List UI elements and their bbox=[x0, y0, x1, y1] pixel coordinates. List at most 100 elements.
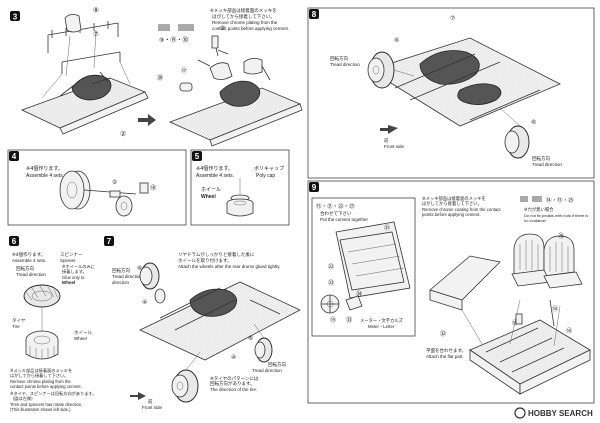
step-6-note2-jp2: （図は左側） bbox=[10, 395, 35, 402]
step-9-callout-32: ㉜ bbox=[440, 330, 446, 338]
step-8-number: 8 bbox=[312, 10, 317, 19]
step-8-chassis bbox=[367, 37, 561, 159]
step-6-number: 6 bbox=[12, 237, 17, 246]
step-8-callout-6: ⑥ bbox=[394, 37, 399, 44]
step-6-glue-jp2: 接着します。 bbox=[62, 268, 87, 275]
callout-2: ② bbox=[120, 130, 126, 138]
step-5-jp: ※4個作ります。 bbox=[196, 165, 233, 172]
step-9-parts-combo: ⑮・㉑・㉒・㉓ bbox=[316, 202, 355, 210]
step-4-en: Assemble 4 sets. bbox=[26, 173, 64, 179]
step-7-callout-6b: ⑥ bbox=[248, 335, 253, 342]
step-6-badge bbox=[9, 236, 19, 246]
drum-assembly bbox=[59, 170, 149, 217]
step-5-panel: 5 ※4個作ります。 Assemble 4 sets. ポリキャップ Poly … bbox=[190, 149, 290, 226]
step-6-glue-en2: Wheel bbox=[62, 280, 75, 285]
watermark-text: HOBBY SEARCH bbox=[528, 409, 593, 418]
step-6-spinner-en: Spinner bbox=[60, 258, 76, 263]
step-9-callout-34: ㉞ bbox=[356, 290, 362, 298]
step-4-panel: 4 ※4個作ります。 Assemble 4 sets. ② ⑱ bbox=[7, 149, 187, 226]
step-9-callout-22: ㉒ bbox=[328, 263, 334, 271]
step-5-badge bbox=[192, 151, 202, 161]
step-4-callout-2: ② bbox=[112, 179, 117, 186]
step-6-note1-en: Remove chrome plating from the bbox=[10, 379, 71, 384]
step-8-front-jp: 前 bbox=[384, 137, 389, 144]
step-8-dir2-en: Tread direction bbox=[532, 162, 562, 167]
step-9-combo-jp: 合わせて下さい bbox=[320, 210, 352, 217]
step-5-cap-en: Poly cap bbox=[256, 173, 275, 179]
step-7-dir-en: Tread direction bbox=[112, 274, 142, 279]
front-arrow-icon bbox=[130, 392, 146, 400]
step-7-tread-jp: ※タイヤのパターンには bbox=[210, 375, 259, 382]
step-6-wheel-jp: ホイール bbox=[74, 330, 92, 336]
step-5-cap-jp: ポリキャップ bbox=[254, 165, 284, 172]
step-9-chrome-jp: ※メッキ部品は接着面のメッキを bbox=[422, 195, 486, 202]
step-9-chrome-en: Remove chrome coating from the contact bbox=[422, 207, 501, 212]
step-9-no-hole-en: Do not fix pedals with rods if there is bbox=[524, 213, 588, 218]
step-3-right-assembly bbox=[168, 35, 303, 147]
step-7-dir2-en: Tread direction bbox=[252, 368, 282, 373]
wheel-with-cap bbox=[226, 178, 254, 217]
step-5-wheel-en: Wheel bbox=[201, 194, 216, 200]
step-6-dir-jp: 回転方向 bbox=[16, 265, 34, 272]
step-7-dir2-jp: 回転方向 bbox=[268, 361, 286, 368]
step-8-callout-7: ⑦ bbox=[450, 15, 455, 22]
step-9-chrome-en2: points before applying cement. bbox=[422, 212, 481, 217]
step-7-panel: 7 回転方向 Tread direction direction ⑥ ④ リヤド… bbox=[104, 236, 301, 410]
step-9-combo-en: Put the comers together bbox=[320, 217, 369, 222]
callout-17: ⑰ bbox=[181, 67, 187, 75]
step-6-note2-jp: ※タイヤ、スピンナーは回転方向があります。 bbox=[10, 390, 96, 397]
step-3-badge bbox=[10, 11, 20, 21]
step-6-spinner-jp: スピンナー bbox=[60, 252, 83, 258]
step-4-jp: ※4個作ります。 bbox=[26, 165, 63, 172]
step-7-dir-jp: 回転方向 bbox=[112, 267, 130, 274]
front-arrow-icon bbox=[380, 125, 398, 134]
step-9-no-hole-en2: no container bbox=[524, 218, 547, 223]
step-6-wheel-en: Wheel bbox=[74, 336, 87, 341]
callout-7: ⑦ bbox=[93, 30, 99, 38]
step-6-tire-en: Tire bbox=[12, 324, 20, 329]
step-7-note-jp-1: リヤドラムがしっかりと接着した後に bbox=[178, 251, 255, 258]
step-6-note1-jp2: はがしてから接着して下さい。 bbox=[10, 372, 68, 379]
callout-2b: ② bbox=[220, 25, 225, 32]
step-6-glue-jp: ※ホイールのみに bbox=[62, 264, 95, 270]
callout-8: ⑧ bbox=[93, 6, 99, 14]
step-7-chassis bbox=[139, 262, 301, 403]
step-7-callout-6: ⑥ bbox=[137, 265, 142, 272]
step-7-dir-en-2: direction bbox=[112, 280, 130, 285]
step-4-callout-18: ⑱ bbox=[150, 184, 156, 192]
step-5-number: 5 bbox=[195, 152, 200, 161]
step-5-wheel-jp: ホイール bbox=[201, 187, 221, 193]
step-9-meter-jp: メーター・文字カルズ bbox=[360, 317, 404, 324]
grey-swatch-3 bbox=[520, 196, 528, 202]
step-9-meter-en: Meter・Letter bbox=[368, 324, 395, 329]
step-6-jp-1: ※4個作ります。 bbox=[12, 251, 45, 258]
step-9-callout-21: ㉑ bbox=[384, 224, 390, 232]
step-6-en-1: Assemble 4 sets. bbox=[12, 258, 46, 263]
seats bbox=[511, 233, 583, 289]
step-6-note1-en2: contact points before applying cement. bbox=[10, 384, 82, 389]
step-9-code-box: ⑭・⑮・㉕ bbox=[546, 196, 574, 204]
step-8-front-en: Front side bbox=[384, 144, 405, 149]
step-7-callout-4b: ④ bbox=[231, 354, 236, 361]
step-6-glue-en: Glue only to bbox=[62, 275, 85, 280]
step-3-panel: 3 ⑧ ⑦ ② bbox=[10, 6, 303, 147]
step-8-badge bbox=[309, 9, 319, 19]
step-9-callout-33: ㉝ bbox=[346, 316, 352, 324]
step-7-front-jp: 前 bbox=[148, 398, 153, 405]
step-7-tread-jp2: 回転方向があります。 bbox=[210, 380, 255, 387]
step-3-number: 3 bbox=[13, 13, 18, 22]
tire-and-wheel bbox=[23, 284, 61, 360]
step-9-no-hole-jp: ※穴が無い場合 bbox=[524, 206, 554, 213]
step-3-note-en-2: contact points before applying cement. bbox=[212, 26, 289, 31]
step-9-number: 9 bbox=[312, 183, 317, 192]
step-8-panel: 8 ⑥ ⑦ 回転方向 Tread direction ⑥ 回転方向 Tread … bbox=[307, 7, 595, 179]
step-9-callout-25: ㉕ bbox=[558, 232, 564, 240]
dashboard-part bbox=[320, 221, 411, 314]
step-5-en: Assemble 4 sets. bbox=[196, 173, 234, 179]
step-8-dir-jp: 回転方向 bbox=[330, 55, 348, 62]
step-3-left-assembly bbox=[20, 14, 149, 135]
step-9-panel: 9 ⑮・㉑・㉒・㉓ 合わせて下さい Put the comers togethe… bbox=[307, 180, 595, 404]
step-6-note1-jp: ※メッキ部品は接着面のメッキを bbox=[10, 367, 72, 374]
step-9-badge bbox=[309, 182, 319, 192]
